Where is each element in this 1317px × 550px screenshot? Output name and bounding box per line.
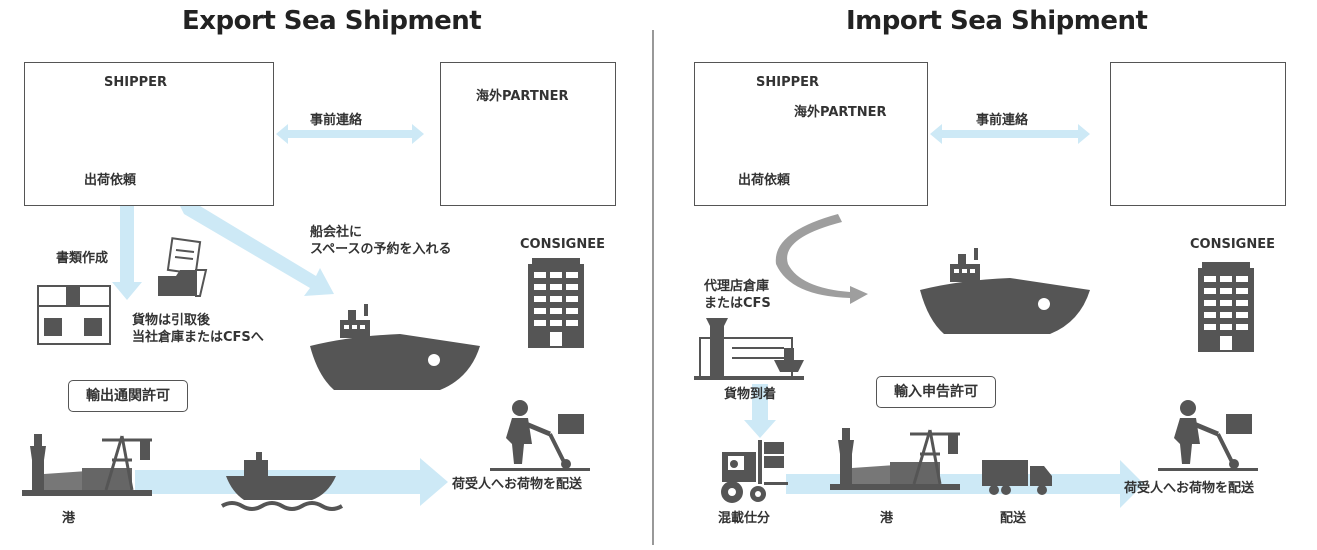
import-consignee-label: CONSIGNEE [1190,237,1275,252]
export-partner-box [440,62,616,206]
export-cardboard-box-icon [37,285,111,345]
import-cargo-ship-icon [920,248,1090,334]
import-transport-label: 配送 [1000,511,1027,526]
export-booking-label-line2: スペースの予約を入れる [310,242,452,257]
import-advance-contact-label: 事前連絡 [976,113,1029,128]
export-consignee-label: CONSIGNEE [520,237,605,252]
import-port-icon [828,426,962,492]
export-delivery-label: 荷受人へお荷物を配送 [452,477,583,492]
import-title: Import Sea Shipment [846,6,1148,36]
export-advance-contact-label: 事前連絡 [310,113,363,128]
import-consignee-building-icon [1198,262,1254,352]
export-booking-label-line1: 船会社に [310,225,363,240]
export-title: Export Sea Shipment [182,6,482,36]
export-shipper-label: SHIPPER [104,75,168,90]
export-cargo-ship-icon [310,304,480,390]
export-documents-folder-icon [158,237,208,297]
export-cargo-label-line2: 当社倉庫またはCFSへ [132,330,264,345]
import-agent-label-line1: 代理店倉庫 [704,279,770,294]
import-forklift-icon [721,440,788,503]
import-arrival-label: 貨物到着 [724,387,777,402]
import-port-label: 港 [880,511,894,526]
import-delivery-label: 荷受人へお荷物を配送 [1124,481,1255,496]
grey-loop-arrow [775,214,868,304]
import-cfs-warehouse-icon [694,318,804,380]
export-port-label: 港 [62,511,76,526]
export-handtruck-icon [490,400,590,471]
import-handtruck-icon [1158,400,1258,471]
import-shipper-box [694,62,928,206]
import-agent-label-line2: またはCFS [704,296,771,311]
export-clearance-bubble: 輸出通関許可 [68,380,188,412]
export-consignee-building-icon [528,258,584,348]
export-partner-label: 海外PARTNER [476,89,569,104]
export-shipper-box [24,62,274,206]
export-port-icon [20,432,154,498]
export-ship-on-waves-icon [220,452,344,511]
export-document-creation-label: 書類作成 [56,251,109,266]
import-consignee-company-box [1110,62,1286,206]
import-devanning-label: 混載仕分 [718,511,771,526]
export-cargo-label-line1: 貨物は引取後 [132,313,211,328]
import-declaration-bubble: 輸入申告許可 [876,376,996,408]
import-partner-label: 海外PARTNER [794,105,887,120]
import-shipper-label: SHIPPER [756,75,820,90]
export-shipping-request-label: 出荷依頼 [84,173,137,188]
import-shipping-request-label: 出荷依頼 [738,173,791,188]
